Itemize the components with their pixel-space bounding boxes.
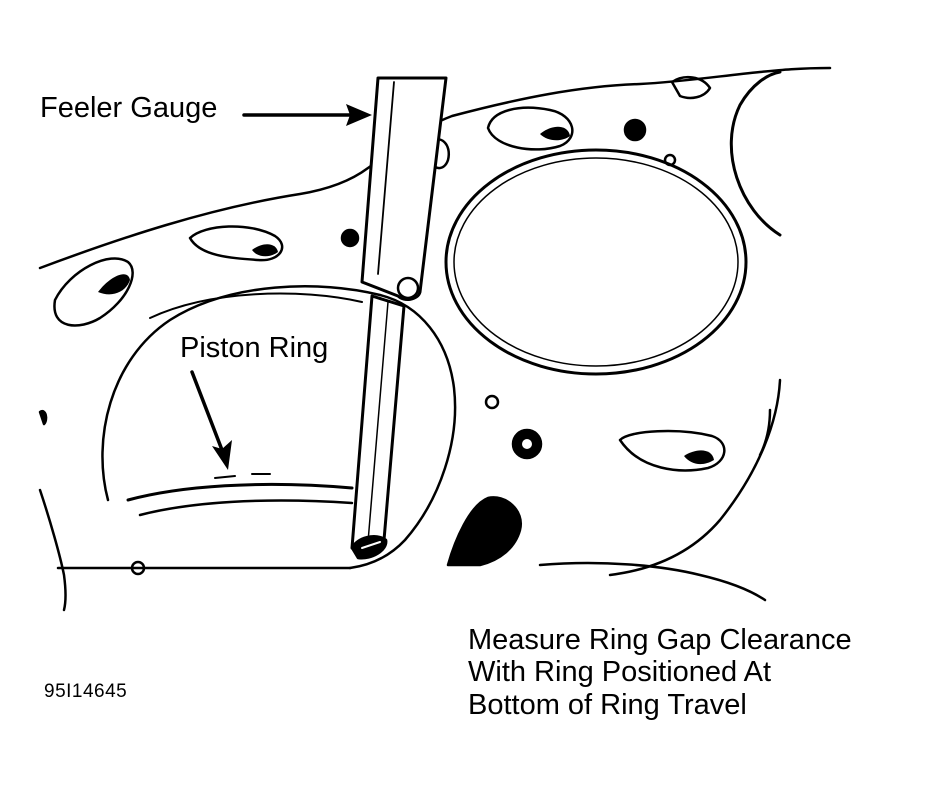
bolt-hole-3 (340, 228, 360, 248)
coolant-slot-mid-shade (252, 244, 278, 257)
bolt-hole-5 (484, 394, 500, 410)
bolt-hole-4 (511, 428, 543, 460)
bolt-hole-6 (130, 560, 146, 576)
piston-ring-inner (138, 499, 354, 517)
feeler-gauge-handle (360, 76, 448, 301)
feeler-gauge-tool (350, 76, 448, 560)
coolant-slot-right-shade (684, 450, 714, 465)
left-bore-rim (101, 285, 457, 570)
block-deck-outline (38, 66, 832, 270)
piston-ring-outer (126, 482, 354, 502)
bolt-hole-7 (38, 409, 48, 426)
feeler-gauge-arrow (242, 104, 372, 126)
bolt-hole-1 (623, 118, 647, 142)
instruction-note-line-2: With Ring Positioned At (468, 656, 772, 689)
block-lower-right-edge (538, 561, 767, 602)
coolant-slot-right (618, 429, 726, 472)
block-lower-left-edge (38, 488, 67, 612)
piston-ring-label: Piston Ring (180, 332, 329, 364)
coolant-slot-lower (446, 496, 523, 567)
instruction-note: Measure Ring Gap Clearance With Ring Pos… (468, 624, 852, 721)
ring-gap-mark (214, 473, 271, 479)
bolt-hole-2 (663, 153, 677, 167)
block-right-edge (608, 378, 782, 577)
right-bore (444, 148, 748, 376)
far-right-bore (729, 70, 782, 237)
feeler-gauge-label: Feeler Gauge (40, 92, 218, 124)
piston-ring-arrow (190, 370, 232, 470)
coolant-slot-top (486, 106, 574, 151)
coolant-slot-top-right (670, 75, 712, 100)
coolant-slot-top-shade (540, 126, 570, 141)
figure-code-label: 95I14645 (44, 681, 128, 702)
coolant-slot-mid (188, 225, 284, 262)
instruction-note-line-3: Bottom of Ring Travel (468, 688, 747, 721)
right-bore-inner (453, 157, 739, 367)
coolant-slot-left-shade (98, 274, 130, 295)
instruction-note-line-1: Measure Ring Gap Clearance (468, 624, 852, 656)
left-bore-inner (149, 292, 363, 319)
coolant-slot-left (53, 257, 134, 327)
